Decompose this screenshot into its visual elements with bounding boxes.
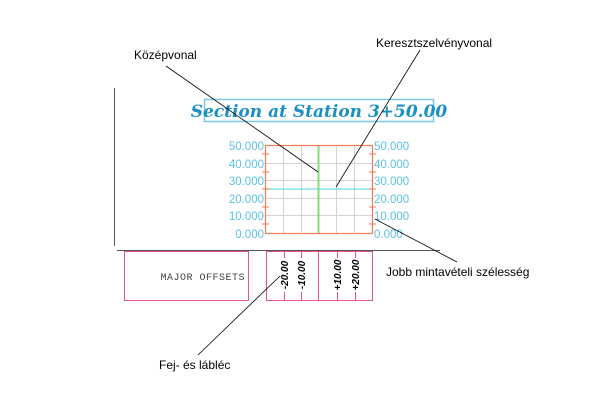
header-footer-leader — [197, 275, 281, 356]
band-offset-ticks — [284, 251, 356, 300]
title-box — [203, 98, 435, 123]
header-footer-callout: Fej- és lábléc — [159, 358, 230, 372]
right-axis-label: 10.000 — [374, 211, 409, 223]
offset-label: -20.00 — [280, 260, 291, 289]
right-axis-label: 50.000 — [374, 141, 409, 153]
right-axis-label: 30.000 — [374, 176, 409, 188]
right-swath-leader — [374, 218, 458, 263]
offset-label: +20.00 — [351, 259, 362, 290]
centerline-leader — [165, 65, 319, 173]
left-axis-labels: 50.000 40.000 30.000 20.000 10.000 0.000 — [229, 141, 264, 241]
right-axis-label: 40.000 — [374, 159, 409, 171]
right-axis-labels: 50.000 40.000 30.000 20.000 10.000 0.000 — [374, 141, 409, 241]
left-axis-label: 50.000 — [229, 141, 264, 153]
band-offsets-box — [266, 251, 373, 301]
offset-label: -10.00 — [297, 260, 308, 289]
left-axis-label: 0.000 — [235, 229, 264, 241]
left-axis-label: 30.000 — [229, 176, 264, 188]
right-axis-label: 0.000 — [374, 229, 403, 241]
right-axis-label: 20.000 — [374, 194, 409, 206]
left-axis-label: 40.000 — [229, 159, 264, 171]
offset-label: +10.00 — [333, 259, 344, 290]
sample-line-callout: Keresztszelvényvonal — [376, 36, 492, 50]
band-title-box — [124, 251, 249, 301]
right-swath-callout: Jobb mintavételi szélesség — [386, 265, 529, 279]
left-axis-label: 10.000 — [229, 211, 264, 223]
sample-line-leader — [335, 49, 421, 188]
centerline-callout: Középvonal — [134, 48, 197, 62]
frame-ticks — [262, 153, 376, 225]
band-title: MAJOR OFFSETS — [160, 273, 245, 284]
left-axis-label: 20.000 — [229, 194, 264, 206]
section-title: Section at Station 3+50.00 — [191, 102, 448, 122]
